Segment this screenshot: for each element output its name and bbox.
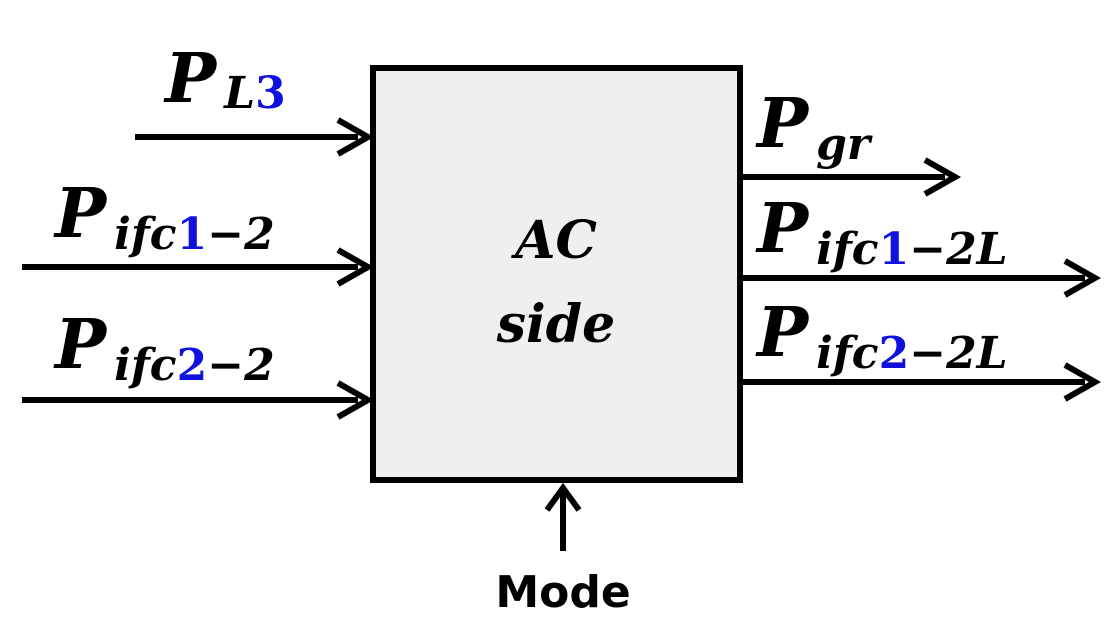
input-arrow-pifc1-2 <box>22 247 375 287</box>
ac-side-block <box>370 65 743 483</box>
input-arrow-pl3 <box>135 117 375 157</box>
mode-label: Mode <box>495 567 630 618</box>
block-title-line1: AC <box>510 210 597 271</box>
mode-arrow <box>544 482 582 551</box>
input-arrow-pifc2-2 <box>22 380 375 420</box>
block-title-line2: side <box>496 294 615 355</box>
output-arrow-pifc1-2l <box>740 258 1102 298</box>
output-arrow-pifc2-2l <box>740 362 1102 402</box>
output-arrow-pgr <box>740 157 962 197</box>
